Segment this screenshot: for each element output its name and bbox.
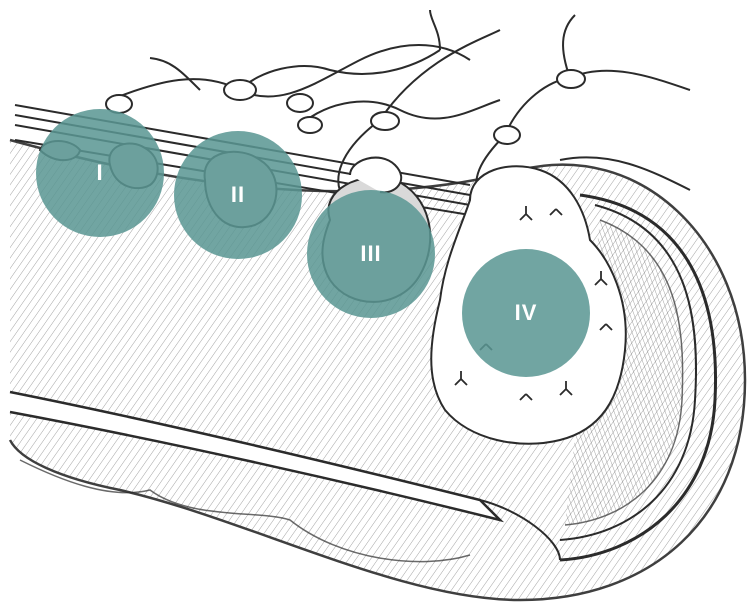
stage-label-1: I	[96, 160, 103, 186]
stage-marker-4: IV	[462, 249, 590, 377]
stage-marker-2: II	[174, 131, 302, 259]
stage-label-2: II	[231, 182, 245, 208]
stage-label-3: III	[360, 241, 381, 267]
stage-marker-1: I	[36, 109, 164, 237]
stage-marker-3: III	[307, 190, 435, 318]
stage-label-4: IV	[515, 300, 538, 326]
